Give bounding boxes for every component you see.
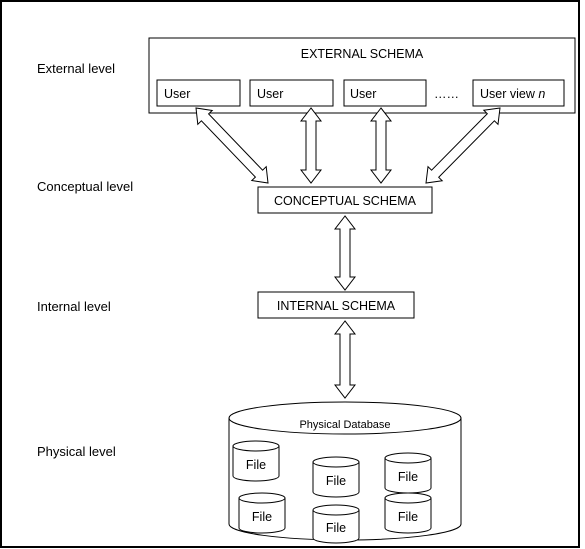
user-view-box-2 (249, 79, 334, 107)
database-files: FileFileFileFileFileFileFile (232, 440, 432, 544)
arrow-user3-to-conceptual (369, 107, 393, 184)
user-view-n-italic: n (538, 87, 545, 101)
internal-schema-label: INTERNAL SCHEMA (277, 299, 396, 313)
physical-level-label: Physical level (37, 444, 116, 459)
user-view-label-1: User (164, 87, 190, 101)
more-views-ellipsis: …… (434, 87, 459, 101)
external-schema-title: EXTERNAL SCHEMA (301, 47, 424, 61)
file-label: File (246, 458, 266, 472)
arrow-user1-to-conceptual (195, 107, 269, 184)
file-cylinder-top (238, 492, 286, 504)
arrow-conceptual-to-internal (333, 215, 357, 291)
file-cylinder: File (384, 452, 432, 494)
file-cylinder: File (312, 504, 360, 544)
file-label: File (326, 521, 346, 535)
file-cylinder-body (238, 498, 286, 534)
file-label: File (326, 474, 346, 488)
conceptual-level-label: Conceptual level (37, 179, 133, 194)
conceptual-schema-label: CONCEPTUAL SCHEMA (274, 194, 417, 208)
arrow-usern-to-conceptual (425, 107, 501, 184)
file-cylinder: File (312, 456, 360, 498)
file-cylinder: File (232, 440, 280, 482)
user-view-label-2: User (257, 87, 283, 101)
file-cylinder-body (312, 462, 360, 498)
user-view-label-n: User view n (480, 87, 545, 101)
arrow-internal-to-physical (333, 320, 357, 399)
user-view-box-1 (156, 79, 241, 107)
user-view-box-3 (343, 79, 427, 107)
file-label: File (252, 510, 272, 524)
file-label: File (398, 510, 418, 524)
conceptual-schema-box (257, 186, 433, 214)
database-cylinder-top (228, 401, 462, 435)
file-cylinder-body (384, 498, 432, 534)
physical-database-label: Physical Database (299, 419, 390, 431)
file-cylinder-body (312, 510, 360, 544)
user-view-label-3: User (350, 87, 376, 101)
internal-level-label: Internal level (37, 299, 111, 314)
mapping-arrows (195, 107, 501, 399)
file-cylinder-top (232, 440, 280, 452)
file-cylinder-body (232, 446, 280, 482)
file-label: File (398, 470, 418, 484)
arrow-user2-to-conceptual (299, 107, 323, 184)
file-cylinder-top (384, 452, 432, 464)
file-cylinder: File (384, 492, 432, 534)
file-cylinder: File (238, 492, 286, 534)
file-cylinder-top (312, 456, 360, 468)
user-view-box-n (472, 79, 565, 107)
internal-schema-box (257, 291, 415, 319)
file-cylinder-top (384, 492, 432, 504)
external-level-label: External level (37, 61, 115, 76)
file-cylinder-top (312, 504, 360, 516)
external-schema: EXTERNAL SCHEMA User User User …… User v… (148, 37, 576, 114)
